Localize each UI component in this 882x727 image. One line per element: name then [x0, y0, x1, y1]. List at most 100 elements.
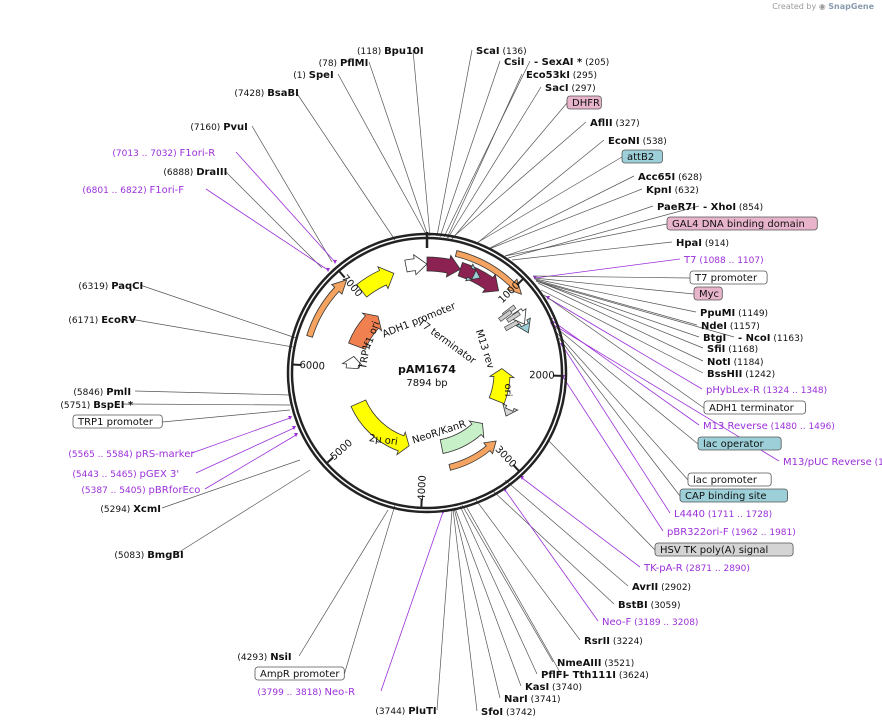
site-label-btgi: BtgI: [703, 333, 726, 344]
site-label-pvui: (7160) PvuI: [190, 122, 247, 133]
site-pos-nsii: (4293): [237, 653, 270, 663]
site-label-bsabi: (7428) BsaBI: [234, 88, 298, 99]
primer-line-neo-r: [380, 511, 444, 692]
watermark-prefix: Created by: [772, 2, 817, 11]
site-pos-rsrii: (3224): [610, 637, 643, 647]
feature-label-lac-operator: lac operator: [703, 439, 764, 450]
site-line-kpni: [488, 188, 643, 250]
site-name-sfoi: SfoI: [481, 707, 503, 718]
feature-line-cap-binding-site: [558, 337, 681, 497]
primer-label-f1ori-f: (6801 .. 6822) F1ori-F: [82, 185, 184, 196]
site-line-pflmi: [368, 61, 429, 237]
primer-range-f1ori-r: (7013 .. 7032): [112, 149, 179, 159]
site-label-econi: EcoNI (538): [608, 136, 667, 147]
feature-label-ampr-promoter: AmpR promoter: [260, 669, 340, 680]
site-pos-pmli: (5846): [73, 388, 106, 398]
feature-box-ampr-promoter: [254, 666, 345, 681]
site-line-bspei: [121, 403, 291, 406]
primer-range-neo-r: (3799 .. 3818): [257, 688, 324, 698]
primer-name-f1ori-r: F1ori-R: [180, 148, 216, 159]
primer-range-prs-marker: (5565 .. 5584): [68, 450, 135, 460]
ampr-promoter-box: [502, 403, 519, 417]
site-line-paer7i: [504, 205, 654, 257]
primer-label-neo-r: (3799 .. 3818) Neo-R: [257, 687, 355, 698]
site-pos-sfii: (1168): [725, 345, 758, 355]
attb2-box: [465, 263, 481, 282]
primer-name-phyblex-r: pHybLex-R: [706, 385, 760, 396]
site-line-aflii: [451, 121, 587, 239]
site-line-draiii: [224, 170, 323, 269]
site-line-avrii: [504, 479, 629, 587]
site-label-avrii: AvrII (2902): [632, 582, 691, 593]
site-line-bsabi: [295, 91, 396, 241]
site-label-scai: ScaI (136): [476, 46, 527, 57]
site-label-paer7i: PaeR7I: [657, 202, 696, 213]
feature-line-lac-operator: [553, 325, 699, 445]
site-label-bstbi: BstBI (3059): [618, 600, 681, 611]
primer-name-m13-puc-reverse: M13/pUC Reverse: [783, 457, 872, 468]
primer-marker-pbrforeco: [294, 433, 298, 437]
site-pos-econi: (538): [640, 137, 667, 147]
primer-label-prs-marker: (5565 .. 5584) pRS-marker: [68, 449, 195, 460]
site-label-ppumi: PpuMI (1149): [700, 308, 768, 319]
site-name-ppumi: PpuMI: [700, 308, 735, 319]
site-label-aflii: AflII (327): [590, 118, 640, 129]
primer-marker-f1ori-r: [333, 260, 337, 264]
site-label-hpai: HpaI (914): [676, 238, 729, 249]
site-pos-ndei: (1157): [727, 322, 760, 332]
site-line-paqci: [139, 284, 297, 339]
site-line-pvui: [251, 125, 333, 263]
tick-5000: [325, 456, 335, 465]
site-name-kasi: KasI: [525, 682, 549, 693]
site-label-bspei: (5751) BspEI *: [60, 400, 134, 411]
feature-box-gal4-dna-binding-domain: [666, 216, 818, 231]
site-name-nsii: NsiI: [270, 652, 291, 663]
tick-1000: [516, 277, 525, 286]
feature-line-dhfr: [451, 102, 568, 240]
primer-label-phyblex-r: pHybLex-R (1324 .. 1348): [706, 385, 827, 396]
feature-label-adh1-terminator: ADH1 terminator: [709, 403, 795, 414]
site-line-acc65i: [487, 175, 635, 250]
primer-label-pbr322ori-f: pBR322ori-F (1962 .. 1981): [667, 527, 796, 538]
center-label: pAM1674 7894 bp: [398, 363, 456, 389]
feature-label-gal4-dna-binding-domain: GAL4 DNA binding domain: [672, 219, 805, 230]
primer-range-l4440: (1711 .. 1728): [705, 510, 772, 520]
site-line-rsrii: [475, 499, 581, 641]
primer-line-phyblex-r: [547, 297, 703, 390]
site-line-nsii: [298, 509, 389, 657]
primer-name-pgex-3: pGEX 3': [140, 469, 180, 480]
primer-label-t7: T7 (1088 .. 1107): [683, 255, 764, 266]
site-name-bsshii: BssHII: [707, 369, 742, 380]
site-pos-bpu10i: (118): [357, 47, 384, 57]
feature-box-attb2: [621, 149, 663, 164]
primer-range-pgex-3: (5443 .. 5465): [72, 470, 139, 480]
primer-range-pbr322ori-f: (1962 .. 1981): [729, 528, 796, 538]
site-line-pflfi: [459, 505, 538, 675]
primer-name-m13-reverse: M13 Reverse: [703, 421, 768, 432]
site-label-nari: NarI (3741): [504, 694, 561, 705]
map-label-2-ori: 2μ ori: [368, 433, 398, 448]
site-name-pflfi: PflFI: [541, 670, 566, 681]
site-name-eco53ki: Eco53kI: [526, 70, 570, 81]
site-line-csii: [439, 60, 501, 238]
site-label-sfii: SfiI (1168): [707, 344, 758, 355]
primer-name-pbrforeco: pBRforEco: [149, 485, 201, 496]
site-line-bmgbi: [175, 469, 311, 555]
site-label-csii: CsiI: [504, 57, 524, 68]
site-name-paqci: PaqCI: [111, 281, 143, 292]
primer-line-neo-f: [504, 489, 599, 622]
site-line-sexai: [443, 60, 531, 238]
site-name-pvui: PvuI: [223, 122, 248, 133]
tick-label-4000: 4000: [417, 475, 429, 501]
site-line-noti: [537, 282, 704, 362]
m13-rev-box: [515, 317, 531, 334]
tick-7000: [338, 270, 346, 279]
site-label-rsrii: RsrII (3224): [584, 636, 643, 647]
site-name-rsrii: RsrII: [584, 636, 610, 647]
primer-line-pbrforeco: [204, 434, 297, 490]
site-name-econi: EcoNI: [608, 136, 640, 147]
leader-lines: [121, 49, 780, 712]
site-line-pmli: [134, 390, 291, 396]
site-label-noti: NotI (1184): [707, 357, 764, 368]
site-pos-kpni: (632): [672, 186, 699, 196]
